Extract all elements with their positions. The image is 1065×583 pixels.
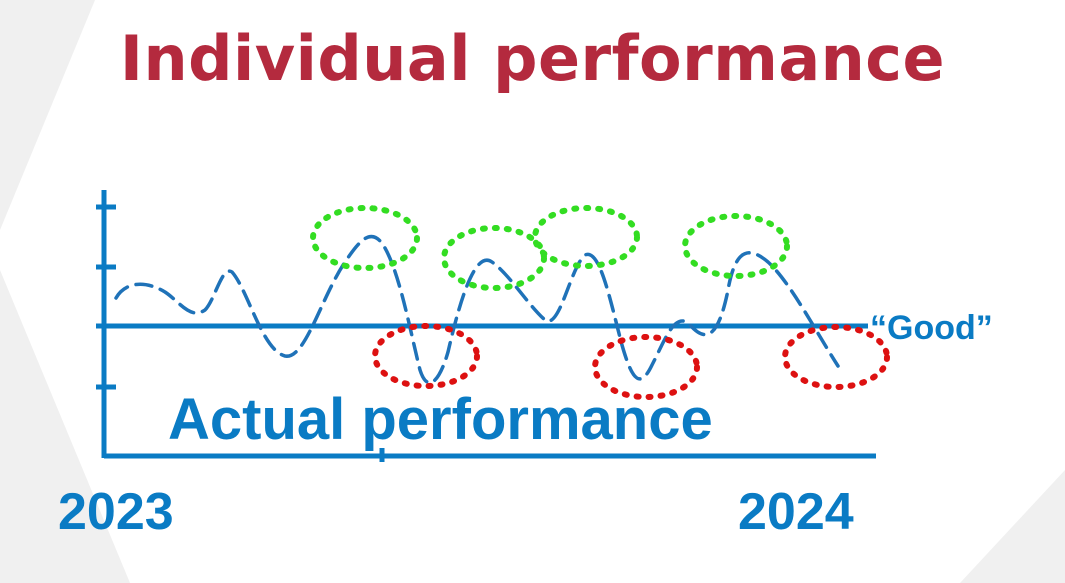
above-highlight-marker	[682, 213, 790, 279]
good-reference-label: “Good”	[870, 309, 993, 347]
actual-performance-curve	[114, 234, 840, 385]
above-highlight-marker	[532, 205, 640, 269]
below-highlight-marker	[592, 334, 700, 400]
below-highlight-marker	[372, 323, 480, 389]
above-highlight-marker	[310, 205, 420, 271]
background-swoosh-right	[960, 470, 1065, 583]
curve-label: Actual performance	[168, 387, 713, 452]
background-swoosh-top	[0, 0, 95, 230]
x-axis-end-label: 2024	[738, 483, 854, 541]
background-swoosh-mid	[0, 270, 130, 583]
below-highlight-marker	[782, 324, 890, 390]
x-axis-start-label: 2023	[58, 483, 174, 541]
above-highlight-marker	[441, 225, 547, 291]
page-title: Individual performance	[119, 22, 946, 95]
